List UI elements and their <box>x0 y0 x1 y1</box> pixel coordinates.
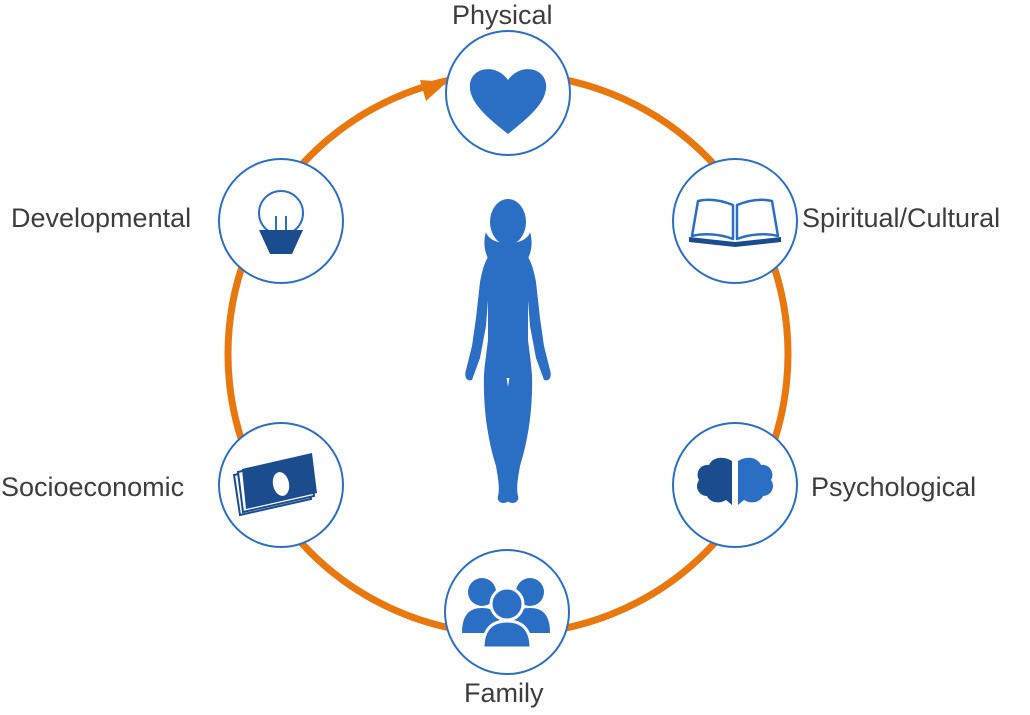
label-developmental: Developmental <box>11 203 192 233</box>
person-silhouette-icon <box>465 199 551 503</box>
money-stack-icon <box>232 453 317 517</box>
node-developmental <box>218 158 344 284</box>
label-socioeconomic: Socioeconomic <box>1 472 185 502</box>
cycle-arrow-head <box>420 80 447 101</box>
node-socioeconomic <box>218 422 344 548</box>
node-physical <box>445 30 571 156</box>
node-psychological <box>672 422 798 548</box>
brain-icon <box>696 457 774 505</box>
open-book-icon <box>689 198 781 247</box>
heart-icon <box>469 69 547 134</box>
label-physical: Physical <box>452 0 553 30</box>
node-family <box>444 549 570 675</box>
label-family: Family <box>464 678 544 708</box>
lightbulb-icon <box>258 190 304 254</box>
label-spiritual-cultural: Spiritual/Cultural <box>802 203 1001 233</box>
label-psychological: Psychological <box>811 472 977 502</box>
node-spiritual-cultural <box>672 158 798 284</box>
people-group-icon <box>462 578 550 650</box>
